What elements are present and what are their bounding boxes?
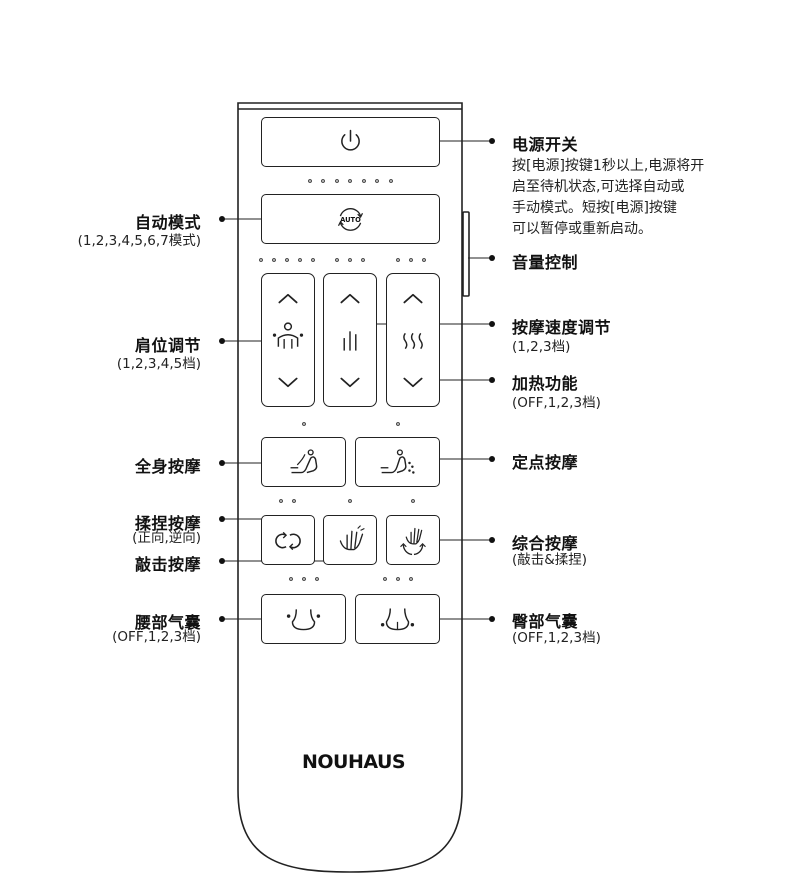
hip-sub: (OFF,1,2,3档) [512,630,601,646]
full-body-massage-button[interactable] [261,437,346,487]
power-desc-line: 按[电源]按键1秒以上,电源将开 [512,158,705,174]
speed-sub: (1,2,3档) [512,339,571,355]
knead-rotate-icon [275,531,301,551]
tap-massage-button[interactable] [323,515,377,565]
heat-button[interactable] [386,273,440,407]
massage-speed-icon [340,293,360,388]
heat-icon [403,293,423,388]
combo-hand-icon [400,527,426,556]
point-label: 定点按摩 [512,453,579,472]
massage-speed-button[interactable] [323,273,377,407]
power-desc-line: 可以暂停或重新启动。 [512,221,652,237]
auto-mode-indicator-dots [308,179,393,183]
lumbar-airbag-button[interactable] [261,594,346,644]
power-description: 按[电源]按键1秒以上,电源将开 启至待机状态,可选择自动或 手动模式。短按[电… [512,156,732,240]
auto-sub: (1,2,3,4,5,6,7模式) [77,233,201,249]
full-body-label: 全身按摩 [134,457,201,476]
combo-sub: (敲击&揉捏) [512,552,588,568]
point-massage-button[interactable] [355,437,440,487]
volume-label: 音量控制 [512,253,579,272]
power-desc-line: 手动模式。短按[电源]按键 [512,200,677,216]
knead-label: 揉捏按摩 [134,514,201,533]
heat-indicator-dots [396,258,426,262]
speed-indicator-dots [335,258,365,262]
auto-label: 自动模式 [134,213,201,232]
shoulder-indicator-dots [259,258,315,262]
tap-hand-icon [339,525,365,551]
auto-mode-icon: AUTO [337,208,364,231]
shoulder-position-button[interactable] [261,273,315,407]
hip-label: 臀部气囊 [512,612,579,631]
power-button[interactable] [261,117,440,167]
auto-mode-button[interactable]: AUTO [261,194,440,244]
hip-airbag-icon [380,608,415,631]
lumbar-airbag-icon [286,609,321,631]
lumbar-sub: (OFF,1,2,3档) [112,629,201,645]
power-label: 电源开关 [512,135,579,154]
heat-sub: (OFF,1,2,3档) [512,395,601,411]
hip-airbag-button[interactable] [355,594,440,644]
shoulder-position-icon [272,293,304,388]
power-icon [341,129,360,151]
mode-indicator-dots [279,422,415,581]
combo-label: 综合按摩 [512,534,579,553]
heat-label: 加热功能 [512,374,579,393]
speed-label: 按摩速度调节 [512,318,612,337]
knead-sub: (正向,逆向) [132,530,201,546]
shoulder-label: 肩位调节 [134,336,201,355]
power-desc-line: 启至待机状态,可选择自动或 [512,179,685,195]
lumbar-label: 腰部气囊 [134,613,201,632]
brand-logo: NOUHAUS [302,751,406,773]
full-body-massage-icon [290,449,318,474]
shoulder-sub: (1,2,3,4,5档) [116,356,201,372]
point-massage-icon [380,449,415,474]
volume-rocker [462,211,470,297]
knead-massage-button[interactable] [261,515,315,565]
combo-massage-button[interactable] [386,515,440,565]
auto-button-text: AUTO [340,216,361,224]
tap-label: 敲击按摩 [134,555,201,574]
